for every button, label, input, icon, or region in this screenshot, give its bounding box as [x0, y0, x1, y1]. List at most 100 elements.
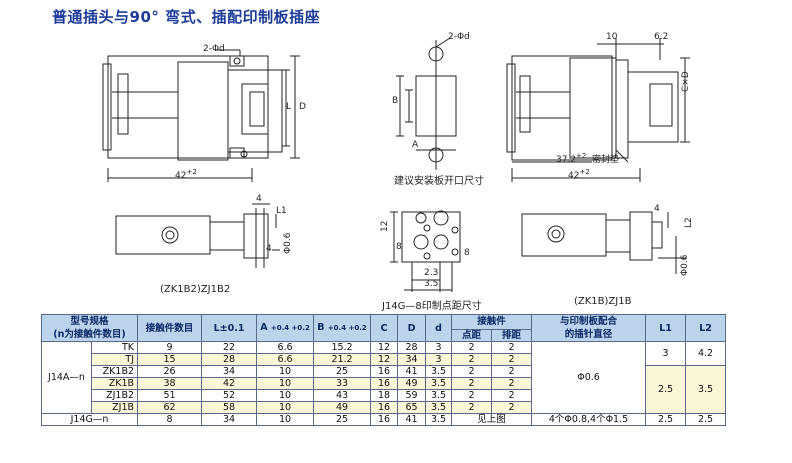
cell-L2-top: 4.2 — [685, 341, 727, 366]
cell-count: 38 — [137, 377, 203, 390]
drawing-zk1b2 — [115, 203, 280, 268]
label-42-1: 42+2 — [175, 168, 197, 181]
label-42-2: 42+2 — [568, 168, 590, 181]
caption-zk1b2: (ZK1B2)ZJ1B2 — [160, 284, 231, 295]
drawing-zk1b — [521, 211, 686, 274]
cell-B: 21.2 — [313, 353, 372, 366]
cell-C: 16 — [370, 377, 399, 390]
label-6-2: 6.2 — [654, 32, 669, 42]
cell-d: 3.5 — [425, 365, 453, 378]
cell-B: 43 — [313, 389, 372, 402]
header-pitch-row: 排距 — [491, 328, 533, 343]
table-row: ZJ1B2 51 52 10 43 18 59 3.5 2 2 — [42, 389, 726, 402]
cell-d: 3.5 — [425, 401, 453, 414]
cell-D: 59 — [397, 389, 427, 402]
cell-L: 34 — [201, 365, 258, 378]
cell-L1: 2.5 — [645, 413, 687, 426]
cell-count: 51 — [137, 389, 203, 402]
cell-D: 28 — [397, 341, 427, 354]
header-C: C — [370, 314, 399, 342]
label-CxD: C×D — [681, 71, 691, 92]
cell-A: 10 — [256, 377, 315, 390]
table-row: ZK1B 38 42 10 33 16 49 3.5 2 2 — [42, 377, 726, 390]
cell-L: 52 — [201, 389, 258, 402]
table-header-row-1: 型号规格(n为接触件数目) 接触件数目 L±0.1 A +0.4 +0.2 B … — [40, 314, 727, 342]
cell-pitch-point: 2 — [451, 401, 493, 414]
cell-pcb: 4个Φ0.8,4个Φ1.5 — [531, 413, 647, 426]
cell-A: 10 — [256, 389, 315, 402]
cell-D: 49 — [397, 377, 427, 390]
header-model: 型号规格(n为接触件数目) — [40, 314, 139, 342]
model-cell: ZK1B2 — [90, 365, 139, 378]
cell-d: 3.5 — [425, 377, 453, 390]
cell-C: 16 — [370, 413, 399, 426]
header-L: L±0.1 — [201, 314, 258, 342]
cell-d: 3.5 — [425, 413, 453, 426]
label-12: 12 — [380, 220, 390, 232]
drawing-side-view-2 — [506, 38, 690, 182]
cell-L: 58 — [201, 401, 258, 414]
table-row-j14g: J14G—n 8 34 10 25 16 41 3.5 见上图 4个Φ0.8,4… — [40, 413, 727, 426]
table-row: TJ 15 28 6.6 21.2 12 34 3 2 2 — [42, 353, 726, 366]
header-D: D — [397, 314, 427, 342]
cell-pitch-row: 2 — [491, 389, 533, 402]
cell-D: 41 — [397, 413, 427, 426]
cell-L2: 2.5 — [685, 413, 727, 426]
drawing-side-view-1 — [102, 49, 300, 182]
label-3-5: 3.5 — [424, 279, 439, 289]
cell-pitch-row: 2 — [491, 353, 533, 366]
model-cell: ZJ1B — [90, 401, 139, 414]
cell-L: 28 — [201, 353, 258, 366]
label-10: 10 — [606, 32, 618, 42]
cell-A: 10 — [256, 365, 315, 378]
cell-B: 15.2 — [313, 341, 372, 354]
drawing-panel-cutout — [396, 37, 457, 170]
cell-d: 3 — [425, 353, 453, 366]
caption-zk1b: (ZK1B)ZJ1B — [574, 296, 632, 307]
caption-panel-cutout: 建议安装板开口尺寸 — [394, 176, 484, 187]
table-row: J14A—n TK 9 22 6.6 15.2 12 28 3 2 2 Φ0.6… — [41, 341, 727, 414]
cell-pitch-row: 2 — [491, 401, 533, 414]
table-header-row-2: 点距 排距 — [42, 328, 726, 343]
label-4-b: 4 — [266, 244, 272, 254]
label-D: D — [299, 102, 306, 112]
drawing-j14g-pcb — [390, 210, 461, 292]
cell-pcb-merged: Φ0.6 — [531, 341, 647, 414]
caption-j14g: J14G—8印制点距尺寸 — [382, 301, 482, 312]
cell-B: 25 — [313, 413, 372, 426]
cell-pitch-row: 2 — [491, 341, 533, 354]
cell-A: 6.6 — [256, 341, 315, 354]
cell-D: 41 — [397, 365, 427, 378]
model-cell: TK — [90, 341, 139, 354]
table-row: ZJ1B 62 58 10 49 16 65 3.5 2 2 — [42, 401, 726, 414]
cell-count: 9 — [137, 341, 203, 354]
cell-pitch-point: 2 — [451, 377, 493, 390]
label-L: L — [286, 102, 292, 112]
cell-L: 22 — [201, 341, 258, 354]
header-d: d — [425, 314, 453, 342]
cell-count: 26 — [137, 365, 203, 378]
cell-d: 3 — [425, 341, 453, 354]
spec-table: 型号规格(n为接触件数目) 接触件数目 L±0.1 A +0.4 +0.2 B … — [40, 314, 727, 426]
cell-A: 6.6 — [256, 353, 315, 366]
cell-contact-see-above: 见上图 — [451, 413, 533, 426]
header-contacts: 接触件 — [451, 314, 533, 330]
model-j14g: J14G—n — [40, 413, 139, 426]
header-L1: L1 — [645, 314, 687, 342]
model-cell: ZK1B — [90, 377, 139, 390]
cell-count: 15 — [137, 353, 203, 366]
table-row: ZK1B2 26 34 10 25 16 41 3.5 2 2 2.5 3.5 — [42, 365, 727, 414]
cell-pitch-point: 2 — [451, 353, 493, 366]
cell-C: 16 — [370, 365, 399, 378]
cell-pitch-point: 2 — [451, 389, 493, 402]
cell-pitch-row: 2 — [491, 377, 533, 390]
model-cell: ZJ1B2 — [90, 389, 139, 402]
cell-L2-mid: 3.5 — [685, 365, 727, 414]
cell-D: 34 — [397, 353, 427, 366]
header-A: A +0.4 +0.2 — [256, 314, 315, 342]
cell-pitch-point: 2 — [451, 341, 493, 354]
cell-C: 16 — [370, 401, 399, 414]
cell-D: 65 — [397, 401, 427, 414]
cell-B: 49 — [313, 401, 372, 414]
